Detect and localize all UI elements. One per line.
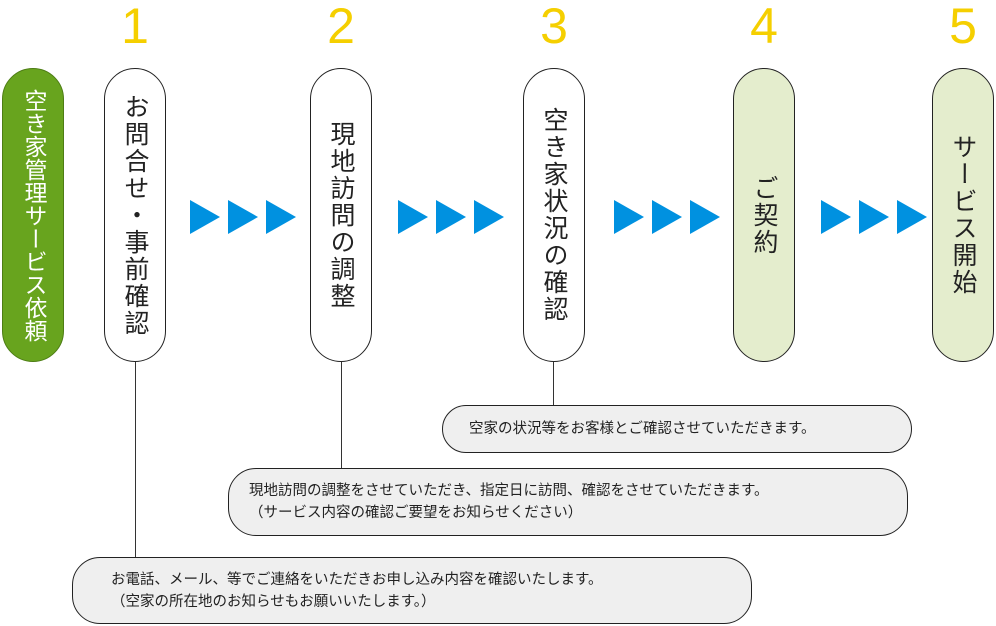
step-label: お問合せ・事前確認 [121, 93, 150, 337]
arrow-right-icon [398, 200, 428, 234]
step-number-3: 3 [540, 0, 568, 54]
arrow-group-4 [821, 200, 927, 234]
start-pill: 空き家管理サービス依頼 [2, 68, 64, 362]
step-label: 空き家状況の確認 [540, 107, 569, 323]
note-text: （空家の所在地のお知らせもお願いいたします。） [111, 593, 436, 610]
arrow-right-icon [228, 200, 258, 234]
step-label: ご契約 [750, 174, 779, 256]
arrow-right-icon [690, 200, 720, 234]
note-step3: 空家の状況等をお客様とご確認させていただきます。 [442, 405, 912, 453]
arrow-right-icon [436, 200, 466, 234]
note-step2: 現地訪問の調整をさせていただき、指定日に訪問、確認をさせていただきます。 （サービ… [228, 468, 908, 536]
note-step1: お電話、メール、等でご連絡をいただきお申し込み内容を確認いたします。 （空家の所在… [72, 557, 752, 624]
step-pill-4: ご契約 [733, 68, 795, 362]
step-pill-5: サービス開始 [932, 68, 994, 362]
arrow-right-icon [652, 200, 682, 234]
arrow-group-1 [190, 200, 296, 234]
note-text: 現地訪問の調整をさせていただき、指定日に訪問、確認をさせていただきます。 [249, 483, 769, 499]
arrow-right-icon [859, 200, 889, 234]
step-number-5: 5 [949, 0, 977, 54]
arrow-right-icon [474, 200, 504, 234]
step-pill-3: 空き家状況の確認 [523, 68, 585, 362]
note-text: お電話、メール、等でご連絡をいただきお申し込み内容を確認いたします。 [111, 571, 603, 588]
arrow-right-icon [190, 200, 220, 234]
step-number-4: 4 [750, 0, 778, 54]
arrow-right-icon [614, 200, 644, 234]
step-pill-1: お問合せ・事前確認 [104, 68, 166, 362]
arrow-right-icon [821, 200, 851, 234]
step-pill-2: 現地訪問の調整 [310, 68, 372, 362]
step-number-1: 1 [121, 0, 149, 54]
step-label: 現地訪問の調整 [327, 120, 356, 310]
note-text: 空家の状況等をお客様とご確認させていただきます。 [469, 421, 816, 437]
note-text: （サービス内容の確認ご要望をお知らせください） [249, 505, 583, 521]
arrow-group-3 [614, 200, 720, 234]
arrow-right-icon [897, 200, 927, 234]
step-number-2: 2 [327, 0, 355, 54]
step-label: サービス開始 [949, 134, 978, 296]
arrow-right-icon [266, 200, 296, 234]
arrow-group-2 [398, 200, 504, 234]
connector-line-3 [553, 362, 554, 406]
connector-line-2 [341, 362, 342, 469]
connector-line-1 [135, 362, 136, 558]
start-label: 空き家管理サービス依頼 [20, 88, 46, 342]
